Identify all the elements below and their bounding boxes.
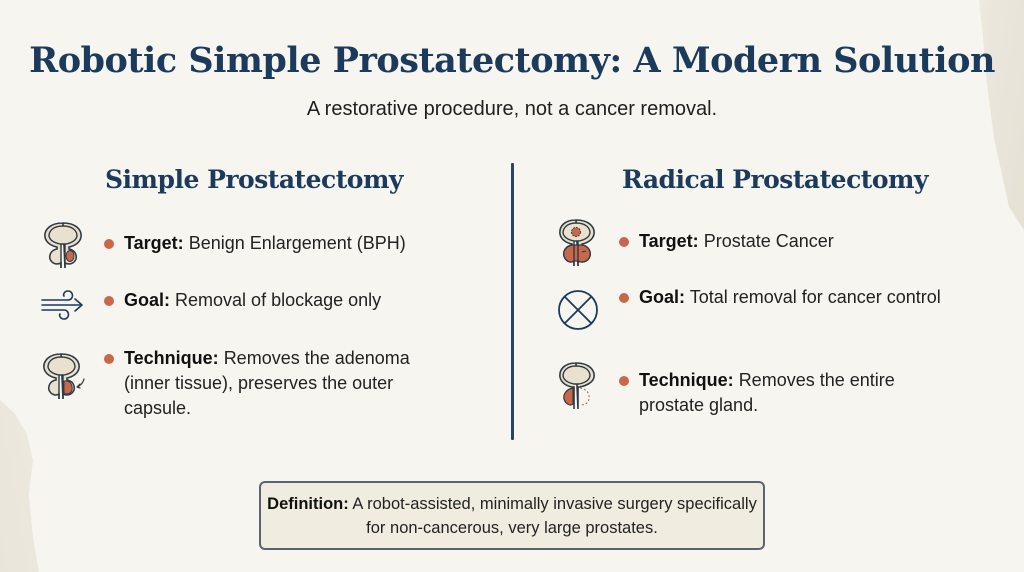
item-text: Goal: Total removal for cancer control	[619, 285, 949, 310]
prostate-full-removal-icon	[555, 360, 601, 410]
item-value: Benign Enlargement (BPH)	[188, 233, 406, 253]
item-text: Technique: Removes the entire prostate g…	[619, 368, 964, 418]
item-value: Removes the entire prostate gland.	[639, 370, 895, 415]
item-text: Target: Benign Enlargement (BPH)	[104, 231, 406, 256]
circle-x-icon	[555, 285, 601, 335]
column-divider	[511, 163, 514, 440]
definition-text: A robot-assisted, minimally invasive sur…	[352, 495, 757, 537]
definition-box: Definition: A robot-assisted, minimally …	[259, 481, 765, 550]
item-label: Technique:	[639, 370, 734, 390]
list-item: Target: Prostate Cancer	[555, 217, 834, 267]
airflow-icon	[40, 280, 86, 330]
page-subtitle: A restorative procedure, not a cancer re…	[306, 98, 718, 120]
item-text: Target: Prostate Cancer	[619, 229, 834, 254]
item-value: Removes the adenoma (inner tissue), pres…	[124, 348, 410, 418]
paper-edge-decoration	[0, 400, 39, 572]
list-item: Goal: Total removal for cancer control	[555, 285, 949, 335]
item-value: Total removal for cancer control	[689, 287, 941, 307]
column-heading: Radical Prostatectomy	[622, 165, 929, 194]
page-title: Robotic Simple Prostatectomy: A Modern S…	[29, 40, 995, 81]
item-label: Target:	[639, 231, 699, 251]
item-label: Goal:	[639, 287, 686, 307]
list-item: Technique: Removes the adenoma (inner ti…	[40, 348, 449, 421]
prostate-benign-icon	[40, 219, 86, 269]
item-label: Goal:	[124, 290, 171, 310]
item-text: Goal: Removal of blockage only	[104, 288, 381, 313]
item-value: Removal of blockage only	[175, 290, 382, 310]
prostate-adenoma-removal-icon	[40, 350, 86, 400]
list-item: Technique: Removes the entire prostate g…	[555, 360, 964, 418]
definition-label: Definition:	[267, 495, 349, 513]
list-item: Target: Benign Enlargement (BPH)	[40, 219, 406, 269]
item-label: Technique:	[124, 348, 219, 368]
item-text: Technique: Removes the adenoma (inner ti…	[104, 346, 449, 421]
list-item: Goal: Removal of blockage only	[40, 280, 381, 330]
column-heading: Simple Prostatectomy	[105, 165, 403, 194]
prostate-cancer-icon	[555, 217, 601, 267]
item-label: Target:	[124, 233, 184, 253]
item-value: Prostate Cancer	[703, 231, 834, 251]
